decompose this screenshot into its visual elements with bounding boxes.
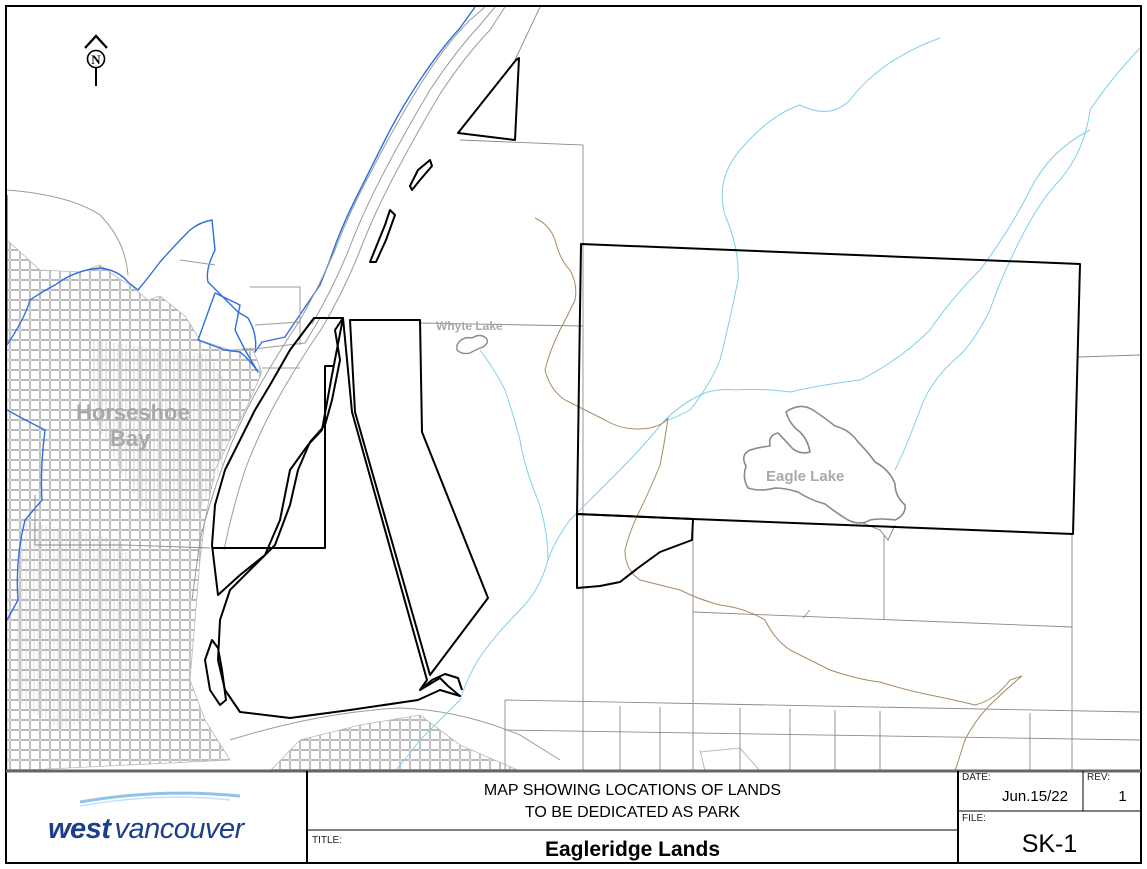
highway bbox=[7, 7, 561, 761]
trails bbox=[534, 217, 1023, 771]
file-label: FILE: bbox=[962, 813, 986, 824]
park-parcel-centre bbox=[349, 319, 489, 676]
map-description-line-2: TO BE DEDICATED AS PARK bbox=[524, 804, 741, 821]
date-label: DATE: bbox=[962, 772, 991, 783]
north-arrow-letter: N bbox=[91, 52, 101, 67]
date-value: Jun.15/22 bbox=[1002, 788, 1068, 805]
park-parcel-north bbox=[457, 57, 520, 141]
town-label-line-1: Horseshoe bbox=[76, 400, 190, 425]
park-parcel-sliver-2 bbox=[369, 209, 396, 263]
park-parcel-eagle-lake bbox=[576, 243, 1081, 535]
logo-swoosh-icon bbox=[79, 791, 241, 804]
parcel-lines bbox=[34, 7, 1140, 771]
map-labels: Horseshoe Bay Whyte Lake Eagle Lake bbox=[76, 319, 844, 485]
whyte-lake-label: Whyte Lake bbox=[436, 319, 503, 333]
map-description-line-1: MAP SHOWING LOCATIONS OF LANDS bbox=[483, 782, 782, 799]
title-block bbox=[5, 769, 1142, 864]
map-title: Eagleridge Lands bbox=[544, 838, 721, 861]
shoreline bbox=[7, 7, 476, 621]
rev-label: REV: bbox=[1087, 772, 1110, 783]
file-value: SK-1 bbox=[1021, 830, 1078, 858]
park-parcel-inlet bbox=[204, 639, 227, 706]
eagle-lake-label: Eagle Lake bbox=[766, 468, 844, 485]
rev-value: 1 bbox=[1118, 788, 1127, 805]
whyte-lake bbox=[456, 334, 489, 355]
town-street-grid bbox=[7, 239, 761, 771]
north-arrow-icon: N bbox=[84, 34, 108, 86]
logo-word-west: west bbox=[48, 813, 111, 845]
streams bbox=[394, 37, 1140, 771]
park-boundaries bbox=[204, 57, 1081, 719]
park-parcel-south-east bbox=[576, 513, 694, 589]
park-parcel-sliver-1 bbox=[409, 159, 433, 191]
park-parcel-west bbox=[211, 317, 344, 596]
town-label-line-2: Bay bbox=[110, 426, 151, 451]
logo-word-vancouver: vancouver bbox=[114, 813, 244, 845]
title-label: TITLE: bbox=[312, 835, 343, 846]
